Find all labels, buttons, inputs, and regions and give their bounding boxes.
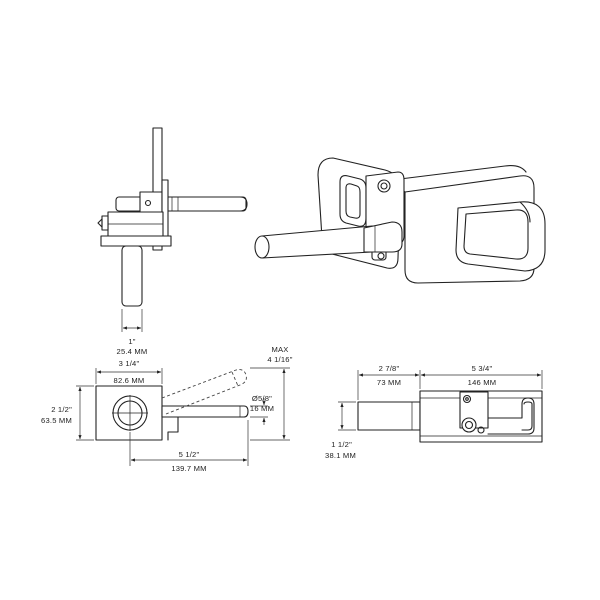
top-width-metric: 82.6 MM bbox=[114, 376, 145, 385]
pin-diameter-metric: 16 MM bbox=[250, 404, 274, 413]
side-view: 1" 25.4 MM bbox=[97, 127, 248, 356]
max-label: MAX bbox=[271, 345, 288, 354]
side-view-flange bbox=[100, 235, 172, 247]
top-width-imperial: 3 1/4" bbox=[119, 359, 140, 368]
plan-b-metric: 146 MM bbox=[468, 378, 497, 387]
top-view: 3 1/4" 82.6 MM 2 1/2" 63.5 MM MAX 4 1/16… bbox=[41, 345, 292, 473]
plan-height-metric: 38.1 MM bbox=[325, 451, 356, 460]
overall-length-metric: 139.7 MM bbox=[171, 464, 206, 473]
plan-b-imperial: 5 3/4" bbox=[472, 364, 493, 373]
iso-plunger bbox=[455, 201, 546, 272]
plan-a-imperial: 2 7/8" bbox=[379, 364, 400, 373]
plan-height-imperial: 1 1/2" bbox=[331, 440, 352, 449]
side-view-bottom-pin bbox=[121, 245, 143, 307]
top-view-handle bbox=[161, 405, 249, 418]
bottom-pin-metric: 25.4 MM bbox=[117, 347, 148, 356]
max-swing-imperial: 4 1/16" bbox=[267, 355, 292, 364]
top-view-handle-swing bbox=[161, 369, 247, 415]
plan-a-metric: 73 MM bbox=[377, 378, 401, 387]
isometric-view bbox=[254, 157, 546, 284]
pin-diameter-imperial: Ø5/8" bbox=[252, 394, 272, 403]
plan-view: 2 7/8" 73 MM 5 3/4" 146 MM 1 1/2" 38.1 M… bbox=[325, 364, 543, 460]
plan-view-plunger bbox=[357, 401, 421, 431]
plan-view-hook bbox=[487, 397, 535, 435]
bottom-pin-imperial: 1" bbox=[128, 337, 135, 346]
top-height-imperial: 2 1/2" bbox=[51, 405, 72, 414]
side-view-pin bbox=[115, 196, 247, 212]
top-height-metric: 63.5 MM bbox=[41, 416, 72, 425]
overall-length-imperial: 5 1/2" bbox=[179, 450, 200, 459]
